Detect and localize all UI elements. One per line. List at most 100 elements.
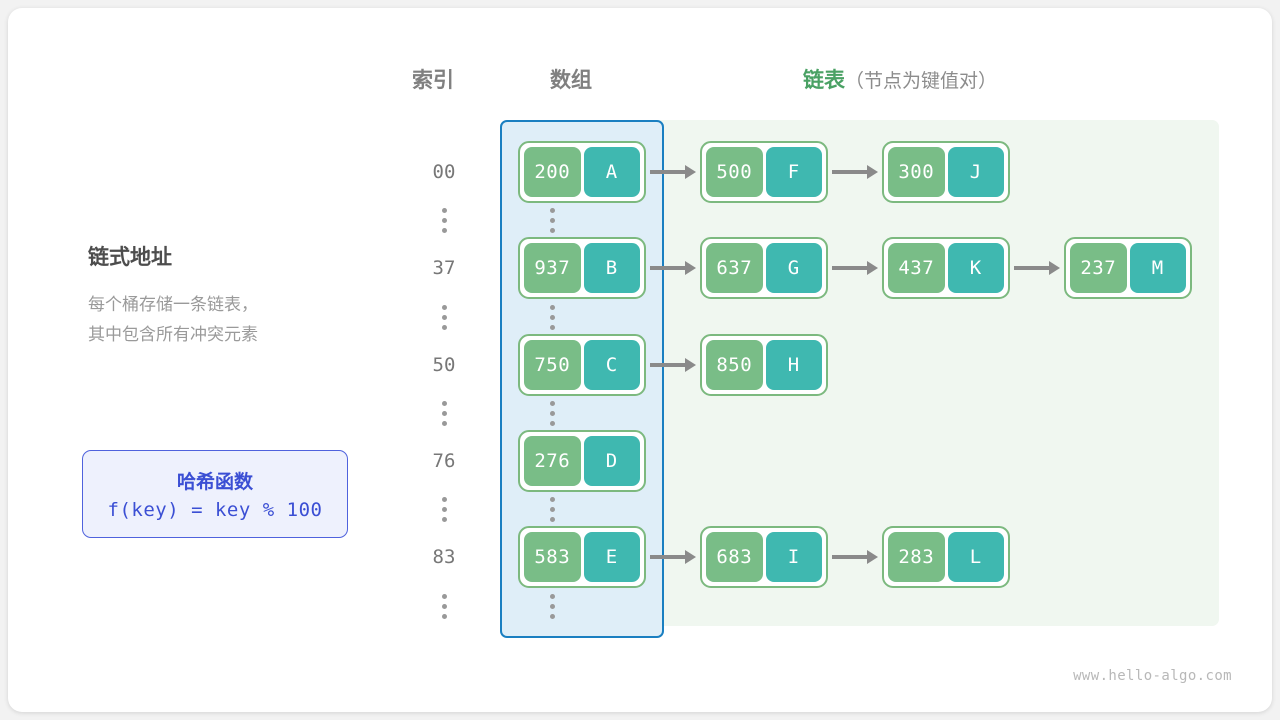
ellipsis-dot	[549, 227, 555, 233]
link-arrow	[650, 334, 696, 396]
node-key: 750	[524, 340, 581, 390]
hash-function-title: 哈希函数	[176, 472, 253, 493]
link-arrow	[832, 141, 878, 203]
ellipsis-dot	[549, 217, 555, 223]
index-column-ellipsis	[412, 200, 476, 240]
ellipsis-dot	[549, 400, 555, 406]
arrow-line	[650, 170, 685, 174]
node-value: D	[583, 436, 640, 486]
link-arrow	[650, 237, 696, 299]
node-value: G	[765, 243, 822, 293]
node-key: 237	[1070, 243, 1127, 293]
node-key: 200	[524, 147, 581, 197]
ellipsis-dot	[441, 304, 447, 310]
ellipsis-dot	[441, 603, 447, 609]
node-value: B	[583, 243, 640, 293]
ellipsis-dot	[549, 420, 555, 426]
ellipsis-dot	[549, 506, 555, 512]
index-column-ellipsis	[412, 393, 476, 433]
ellipsis-dot	[549, 593, 555, 599]
ellipsis-dot	[549, 304, 555, 310]
node-key: 500	[706, 147, 763, 197]
arrow-head-icon	[685, 358, 696, 372]
node-value: A	[583, 147, 640, 197]
node-value: E	[583, 532, 640, 582]
index-label: 37	[432, 257, 456, 279]
node-key: 937	[524, 243, 581, 293]
index-column-ellipsis	[412, 297, 476, 337]
index-label: 50	[432, 354, 456, 376]
array-column-ellipsis	[520, 393, 584, 433]
ellipsis-dot	[441, 516, 447, 522]
link-arrow	[650, 526, 696, 588]
node-key: 637	[706, 243, 763, 293]
arrow-head-icon	[685, 261, 696, 275]
index-label: 00	[432, 161, 456, 183]
array-column-ellipsis	[520, 586, 584, 626]
header-array: 数组	[550, 69, 592, 92]
ellipsis-dot	[549, 207, 555, 213]
node-value: J	[947, 147, 1004, 197]
index-label: 83	[432, 546, 456, 568]
ellipsis-dot	[441, 593, 447, 599]
node-key: 276	[524, 436, 581, 486]
ellipsis-dot	[441, 324, 447, 330]
arrow-head-icon	[867, 550, 878, 564]
ellipsis-dot	[441, 410, 447, 416]
ellipsis-dot	[441, 207, 447, 213]
link-arrow	[1014, 237, 1060, 299]
ellipsis-dot	[441, 314, 447, 320]
node-value: I	[765, 532, 822, 582]
ellipsis-dot	[441, 496, 447, 502]
ellipsis-dot	[441, 506, 447, 512]
arrow-line	[832, 555, 867, 559]
arrow-head-icon	[867, 165, 878, 179]
array-column-ellipsis	[520, 297, 584, 337]
diagram-card: 索引 数组 链表（节点为键值对） 链式地址 每个桶存储一条链表， 其中包含所有冲…	[8, 8, 1272, 712]
node-key: 583	[524, 532, 581, 582]
header-linked-list-note: （节点为键值对）	[845, 71, 998, 92]
node-key: 683	[706, 532, 763, 582]
node-key: 300	[888, 147, 945, 197]
ellipsis-dot	[441, 400, 447, 406]
array-column-ellipsis	[520, 200, 584, 240]
watermark: www.hello-algo.com	[1073, 668, 1232, 684]
arrow-line	[650, 363, 685, 367]
node-value: L	[947, 532, 1004, 582]
node-key: 283	[888, 532, 945, 582]
ellipsis-dot	[549, 410, 555, 416]
arrow-line	[832, 266, 867, 270]
ellipsis-dot	[441, 217, 447, 223]
arrow-line	[1014, 266, 1049, 270]
link-arrow	[832, 237, 878, 299]
link-arrow	[650, 141, 696, 203]
node-value: K	[947, 243, 1004, 293]
panel-description-line-2: 其中包含所有冲突元素	[88, 325, 258, 344]
index-column-ellipsis	[412, 586, 476, 626]
header-index: 索引	[412, 69, 454, 92]
ellipsis-dot	[549, 516, 555, 522]
hash-function-formula: f(key) = key % 100	[107, 499, 323, 521]
node-value: F	[765, 147, 822, 197]
arrow-head-icon	[1049, 261, 1060, 275]
ellipsis-dot	[549, 324, 555, 330]
arrow-line	[650, 266, 685, 270]
ellipsis-dot	[549, 314, 555, 320]
node-key: 850	[706, 340, 763, 390]
ellipsis-dot	[441, 613, 447, 619]
node-key: 437	[888, 243, 945, 293]
array-column-ellipsis	[520, 489, 584, 529]
index-column-ellipsis	[412, 489, 476, 529]
